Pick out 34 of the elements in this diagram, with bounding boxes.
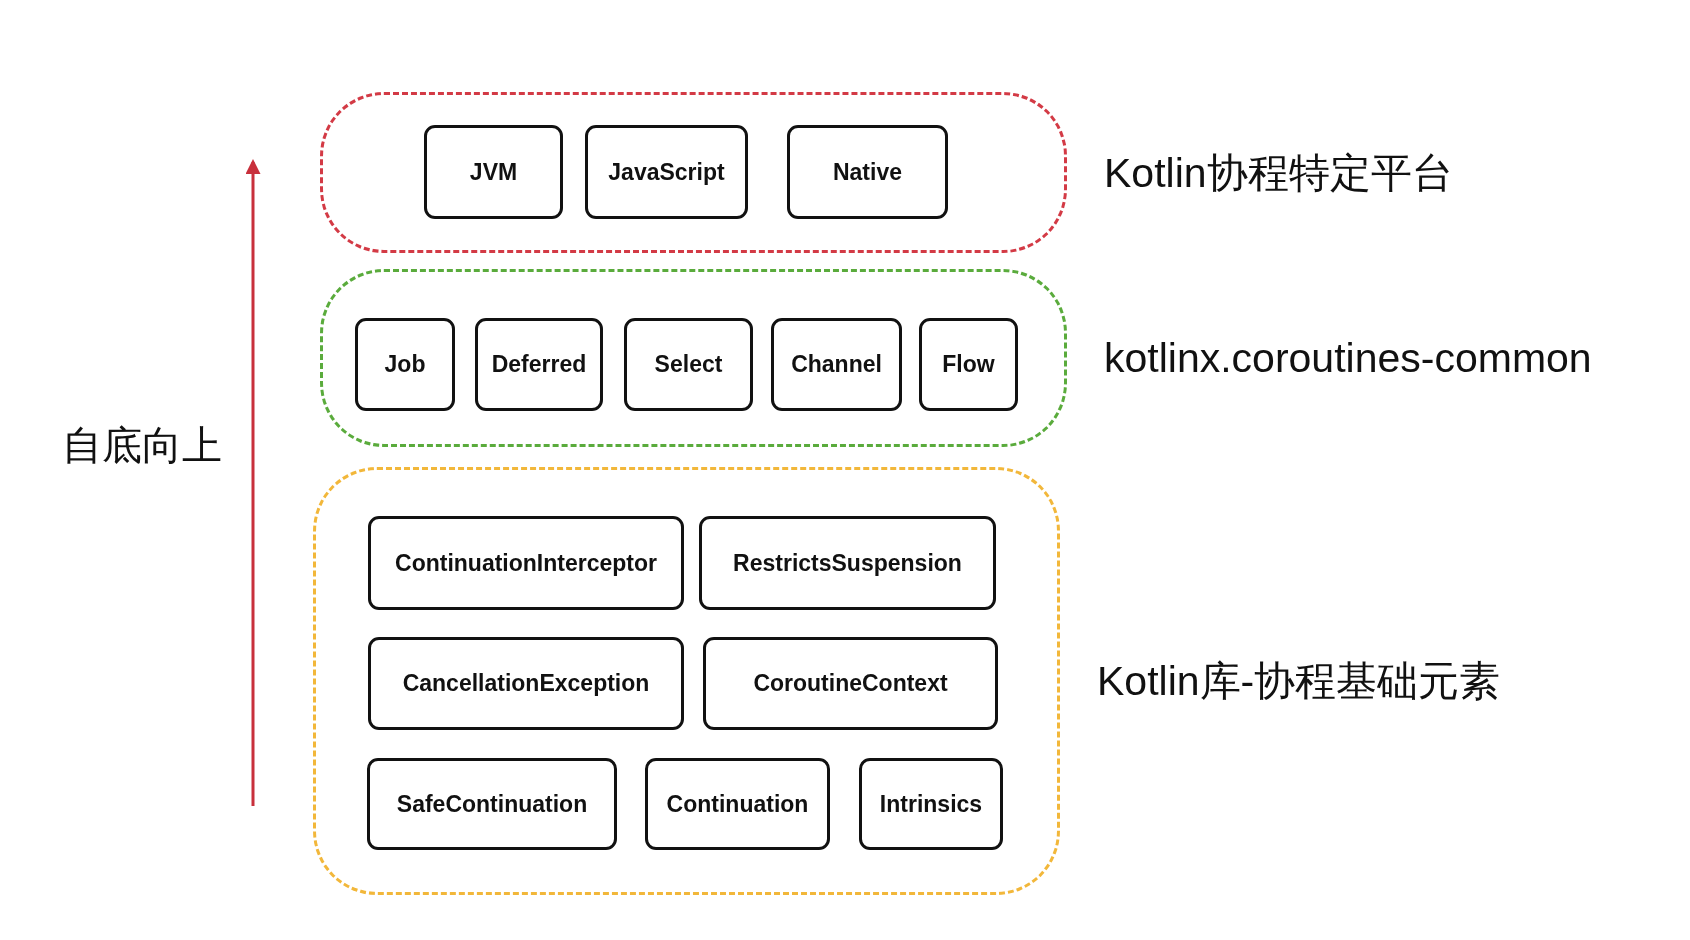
component-label: SafeContinuation (396, 790, 588, 818)
component-label: CoroutineContext (753, 670, 948, 697)
component-box (624, 318, 753, 411)
component-box (367, 758, 617, 850)
component-box (787, 125, 948, 219)
component-box (355, 318, 455, 411)
component-label: Select (654, 351, 723, 378)
component-box (699, 516, 996, 610)
component-box (368, 516, 684, 610)
component-label: Channel (791, 351, 882, 378)
component-label: ContinuationInterceptor (395, 549, 657, 577)
layer-label: Kotlin库-协程基础元素 (1097, 656, 1501, 706)
component-box (475, 318, 603, 411)
component-box (859, 758, 1003, 850)
component-box (919, 318, 1018, 411)
component-label: JVM (469, 158, 518, 186)
layer-label: Kotlin协程特定平台 (1104, 148, 1453, 197)
component-label: Deferred (491, 351, 587, 378)
layer-label: kotlinx.coroutines-common (1104, 334, 1592, 382)
component-label: Continuation (666, 790, 809, 818)
component-box (585, 125, 748, 219)
component-box (645, 758, 830, 850)
component-label: Job (384, 351, 426, 378)
component-box (771, 318, 902, 411)
component-label: Flow (942, 351, 995, 378)
component-label: Native (832, 158, 902, 186)
component-box (368, 637, 684, 730)
component-label: RestrictsSuspension (733, 549, 962, 577)
component-label: JavaScript (608, 158, 725, 186)
component-label: CancellationException (402, 670, 650, 697)
component-box (424, 125, 563, 219)
direction-label: 自底向上 (62, 422, 222, 469)
component-label: Intrinsics (879, 790, 983, 818)
component-box (703, 637, 998, 730)
